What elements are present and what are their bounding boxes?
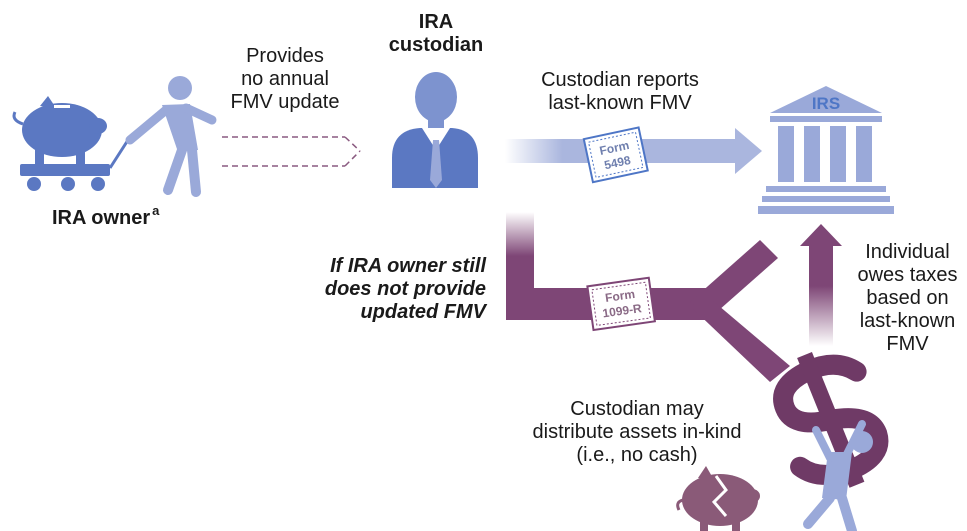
ira-owner-footnote: a	[152, 203, 160, 218]
individual-owes-note: Individual owes taxes based on last-know…	[850, 241, 965, 356]
form-5498-line2: 5498	[603, 153, 632, 172]
purple-arrow-up-to-irs	[800, 224, 842, 346]
purple-flow-arrow	[506, 212, 790, 382]
form-1099r-icon: Form 1099-R	[586, 276, 657, 332]
individual-owes-line1: Individual	[865, 241, 950, 263]
broken-piggy-bank-icon	[676, 466, 760, 531]
person-pulling-icon	[125, 76, 217, 197]
dashed-arrow	[222, 136, 361, 167]
custodian-person-icon	[392, 72, 478, 188]
distribute-note-line1: Custodian may	[570, 398, 704, 420]
ira-custodian-label: IRA custodian	[384, 11, 488, 57]
custodian-reports-line2: last-known FMV	[548, 92, 692, 114]
provides-note-line3: FMV update	[230, 91, 340, 113]
distribute-note-line3: (i.e., no cash)	[576, 444, 698, 466]
irs-label: IRS	[812, 94, 840, 113]
individual-owes-line4: last-known	[859, 310, 956, 332]
ira-custodian-line2: custodian	[388, 34, 484, 56]
condition-note-line2: does not provide	[324, 278, 486, 300]
provides-note: Provides no annual FMV update	[220, 45, 350, 114]
ira-custodian-line1: IRA	[418, 11, 454, 33]
individual-owes-line2: owes taxes	[857, 264, 958, 286]
individual-owes-line3: based on	[866, 287, 949, 309]
condition-note-line3: updated FMV	[360, 301, 486, 323]
condition-note-line1: If IRA owner still	[330, 255, 486, 277]
custodian-reports-line1: Custodian reports	[541, 69, 699, 91]
custodian-reports-note: Custodian reports last-known FMV	[520, 69, 720, 115]
individual-owes-line5: FMV	[886, 333, 929, 355]
ira-owner-text: IRA owner	[52, 207, 151, 229]
wagon-icon	[20, 139, 130, 191]
condition-note: If IRA owner still does not provide upda…	[290, 255, 486, 324]
piggy-bank-icon	[12, 96, 107, 164]
provides-note-line1: Provides	[246, 45, 324, 67]
form-5498-icon: Form 5498	[582, 126, 649, 184]
person-carrying-icon	[803, 420, 873, 531]
form-1099r-line2: 1099-R	[602, 301, 643, 320]
irs-building-icon: IRS	[758, 86, 894, 214]
form-5498-line1: Form	[598, 138, 630, 158]
distribute-note-line2: distribute assets in-kind	[532, 421, 742, 443]
provides-note-line2: no annual	[241, 68, 329, 90]
form-1099r-line1: Form	[604, 287, 636, 305]
distribute-note: Custodian may distribute assets in-kind …	[512, 398, 762, 467]
